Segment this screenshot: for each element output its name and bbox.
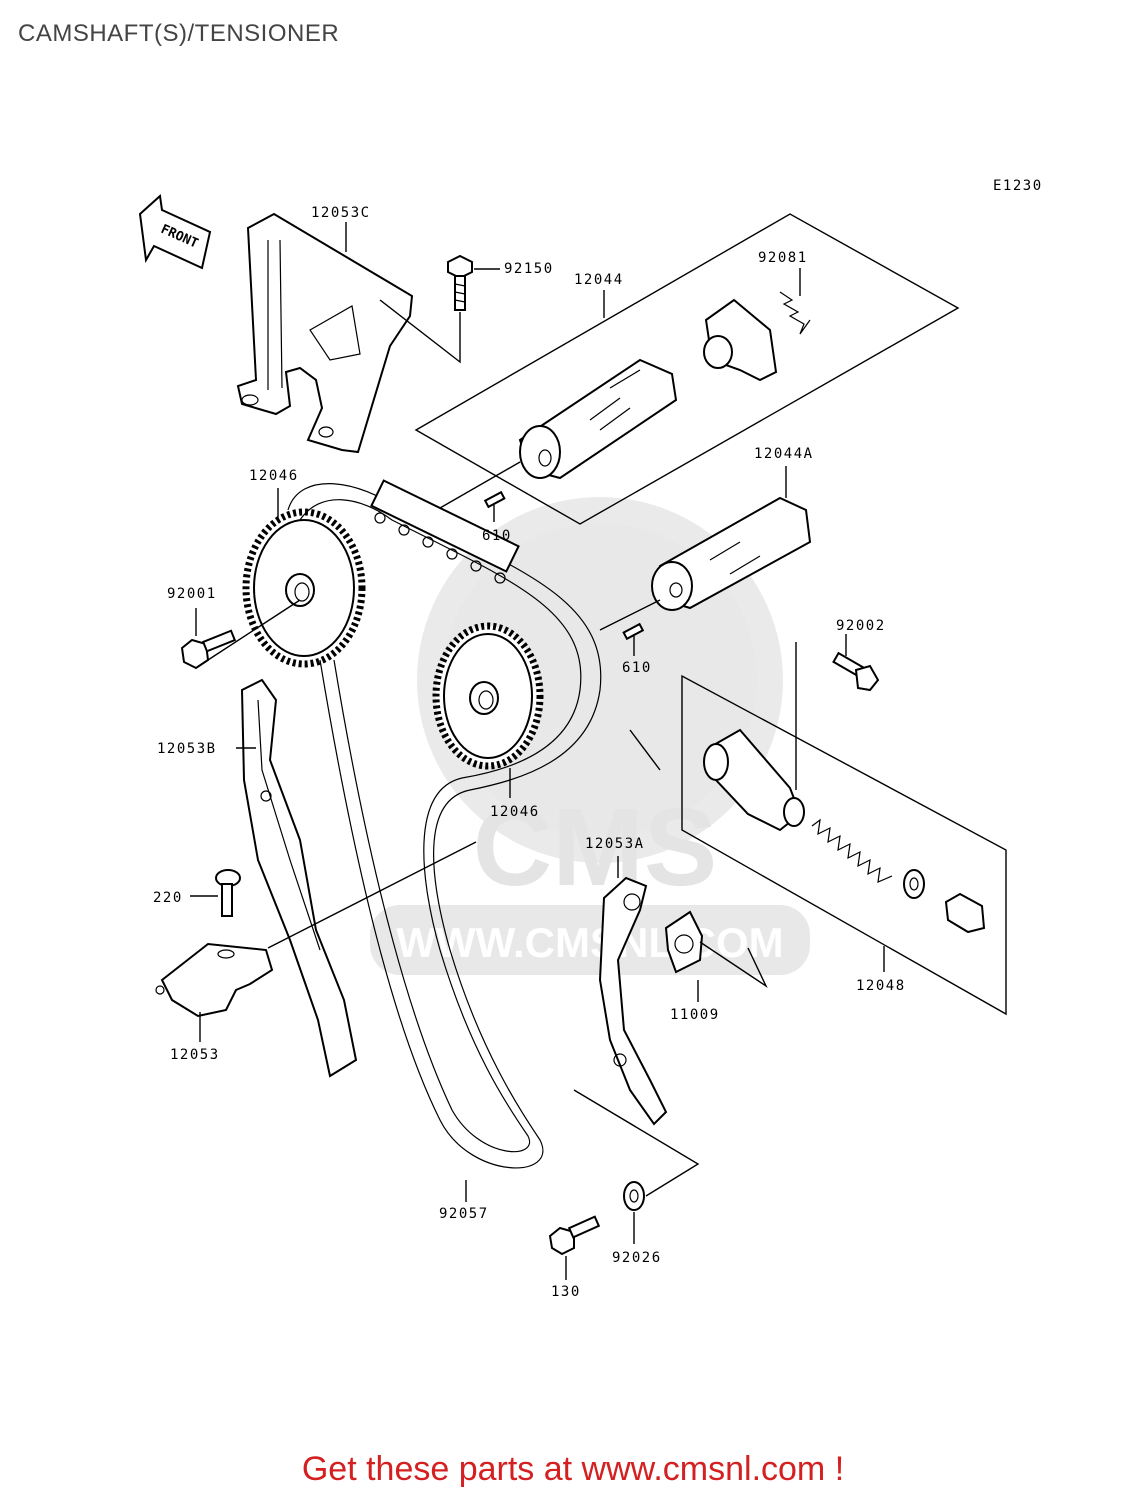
chain-guide-12053B bbox=[240, 678, 358, 1078]
chain-guide-12053A bbox=[598, 876, 668, 1126]
tensioner-group-frame bbox=[681, 674, 1007, 1016]
bolt-92150 bbox=[447, 254, 473, 311]
tensioner-body-12048 bbox=[703, 728, 805, 832]
exploded-parts-diagram: CMS WWW.CMSNL.COM E1230 FRONT bbox=[138, 178, 1043, 1300]
camshaft-sprocket-upper-12046 bbox=[242, 508, 366, 668]
watermark-brand: CMS bbox=[473, 786, 717, 909]
screw-220 bbox=[215, 869, 241, 917]
chain-guide-12053 bbox=[155, 942, 274, 1018]
chain-links bbox=[370, 479, 520, 584]
callout-12053A[interactable]: 12053A bbox=[585, 836, 645, 852]
callout-130[interactable]: 130 bbox=[551, 1284, 581, 1300]
camshaft-12044 bbox=[518, 358, 678, 480]
washer-92026 bbox=[623, 1181, 645, 1211]
camshaft-sprocket-lower-12046 bbox=[432, 622, 544, 770]
callout-610-upper[interactable]: 610 bbox=[482, 528, 512, 544]
callout-11009[interactable]: 11009 bbox=[670, 1007, 720, 1023]
tensioner-spring bbox=[811, 818, 893, 883]
front-direction-marker: FRONT bbox=[138, 194, 212, 270]
callout-92002[interactable]: 92002 bbox=[836, 618, 886, 634]
watermark-url: WWW.CMSNL.COM bbox=[396, 919, 783, 966]
callout-610-lower[interactable]: 610 bbox=[622, 660, 652, 676]
callout-92026[interactable]: 92026 bbox=[612, 1250, 662, 1266]
part-callouts: 12053C 92150 12044 92081 12046 12044A 61… bbox=[153, 205, 906, 1300]
cms-watermark: CMS WWW.CMSNL.COM bbox=[370, 497, 810, 975]
callout-12044A[interactable]: 12044A bbox=[754, 446, 814, 462]
callout-92001[interactable]: 92001 bbox=[167, 586, 217, 602]
tensioner-cap-bolt bbox=[944, 892, 986, 934]
callout-12053[interactable]: 12053 bbox=[170, 1047, 220, 1063]
footer-link-text[interactable]: Get these parts at www.cmsnl.com ! bbox=[301, 1450, 845, 1488]
bolt-92001 bbox=[180, 629, 237, 670]
bolt-92002 bbox=[832, 651, 880, 692]
camshaft-12044A bbox=[651, 496, 812, 611]
callout-12044[interactable]: 12044 bbox=[574, 272, 624, 288]
callout-92081[interactable]: 92081 bbox=[758, 250, 808, 266]
callout-12046-upper[interactable]: 12046 bbox=[249, 468, 299, 484]
callout-92150[interactable]: 92150 bbox=[504, 261, 554, 277]
gasket-11009 bbox=[664, 910, 704, 974]
bolt-130 bbox=[548, 1215, 601, 1256]
dowel-pin-610-lower bbox=[622, 622, 645, 641]
camshaft-group-frame bbox=[414, 213, 960, 525]
chain-guide-bracket-12053C bbox=[236, 212, 414, 454]
tensioner-washer bbox=[903, 869, 925, 899]
leader-lines bbox=[190, 222, 885, 1280]
decompressor-weight-92081 bbox=[703, 291, 811, 382]
callout-92057[interactable]: 92057 bbox=[439, 1206, 489, 1222]
callout-220[interactable]: 220 bbox=[153, 890, 183, 906]
dowel-pin-610-upper bbox=[483, 490, 506, 509]
page-title: CAMSHAFT(S)/TENSIONER bbox=[18, 20, 340, 47]
callout-12048[interactable]: 12048 bbox=[856, 978, 906, 994]
cam-chain-92057 bbox=[287, 479, 602, 1169]
callout-12053B[interactable]: 12053B bbox=[157, 741, 217, 757]
callout-12046-lower[interactable]: 12046 bbox=[490, 804, 540, 820]
callout-12053C[interactable]: 12053C bbox=[311, 205, 371, 221]
figure-code: E1230 bbox=[993, 178, 1043, 194]
